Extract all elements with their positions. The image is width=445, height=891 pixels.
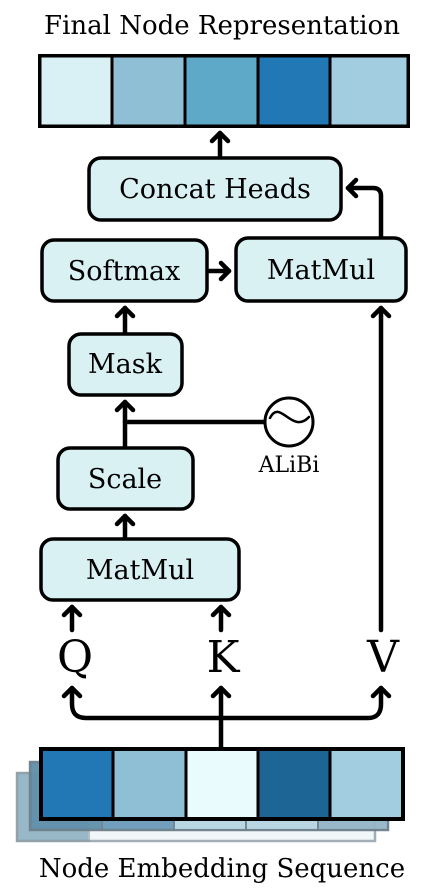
embedding-cell-3 [184, 747, 260, 821]
embedding-cell-1 [39, 747, 115, 821]
alibi-icon [263, 396, 315, 448]
arrow-matmul-to-concat [345, 185, 384, 240]
matmul-top-label: MatMul [267, 255, 375, 286]
final-cell-2 [110, 54, 187, 128]
softmax-label: Softmax [68, 256, 181, 287]
scale-box: Scale [56, 446, 195, 511]
matmul-top-box: MatMul [234, 236, 408, 303]
final-cell-4 [256, 54, 332, 128]
final-representation-bar [38, 54, 410, 128]
embedding-sequence-bar [39, 747, 405, 821]
mask-box: Mask [67, 332, 184, 397]
bottom-title: Node Embedding Sequence [39, 854, 405, 884]
v-label: V [366, 632, 400, 683]
softmax-box: Softmax [40, 238, 209, 303]
mask-label: Mask [88, 349, 163, 380]
embedding-cell-4 [256, 747, 332, 821]
final-cell-1 [38, 54, 114, 128]
branch-to-q [69, 685, 225, 721]
final-cell-3 [183, 54, 260, 128]
final-cell-5 [328, 54, 410, 128]
embedding-cell-2 [111, 747, 188, 821]
branch-to-v [219, 685, 384, 721]
scale-label: Scale [88, 464, 162, 495]
concat-heads-label: Concat Heads [119, 174, 311, 205]
embedding-cell-5 [328, 747, 405, 821]
concat-heads-box: Concat Heads [87, 156, 343, 222]
matmul-bottom-label: MatMul [86, 555, 194, 586]
k-label: K [207, 632, 241, 683]
top-title: Final Node Representation [44, 11, 400, 41]
alibi-label: ALiBi [258, 453, 320, 478]
q-label: Q [57, 632, 93, 683]
matmul-bottom-box: MatMul [39, 537, 241, 602]
